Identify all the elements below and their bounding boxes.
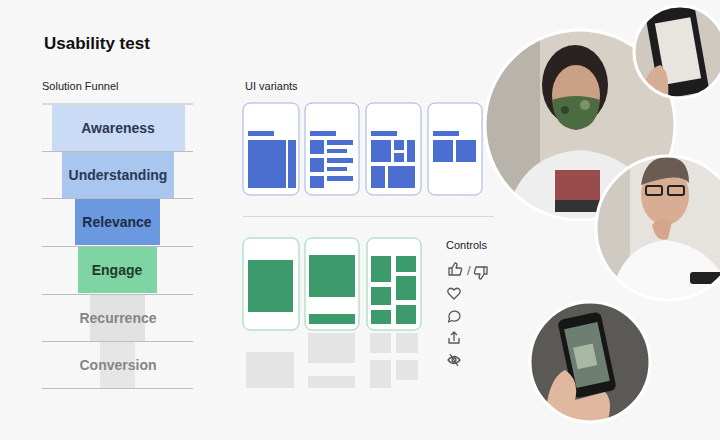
section-label: Solution Funnel <box>42 80 118 92</box>
funnel-stage: Recurrence <box>72 295 163 341</box>
photo-man <box>590 150 720 310</box>
stage-label: Awareness <box>81 120 155 136</box>
funnel-lines <box>42 104 193 389</box>
control-icons <box>448 263 487 366</box>
photo-phone-top <box>630 0 720 100</box>
funnel-stage: Relevance <box>75 199 160 245</box>
divider <box>243 216 494 217</box>
section-label: Controls <box>446 239 487 251</box>
ui-variants-blue <box>243 103 482 195</box>
stage-label: Recurrence <box>79 310 156 326</box>
stage-label: Relevance <box>82 214 151 230</box>
funnel-stage: Understanding <box>62 152 175 198</box>
ui-variants-green <box>243 238 421 388</box>
stage-label: Conversion <box>79 357 156 373</box>
funnel-stage: Awareness <box>52 105 185 151</box>
stage-label: Understanding <box>69 167 168 183</box>
funnel-stage: Conversion <box>72 342 163 388</box>
photo-hand-phone <box>525 300 655 430</box>
separator-slash: / <box>467 263 471 278</box>
section-label: UI variants <box>245 80 298 92</box>
funnel-stage: Engage <box>78 247 157 293</box>
stage-label: Engage <box>92 262 143 278</box>
slide-title: Usability test <box>44 34 150 54</box>
